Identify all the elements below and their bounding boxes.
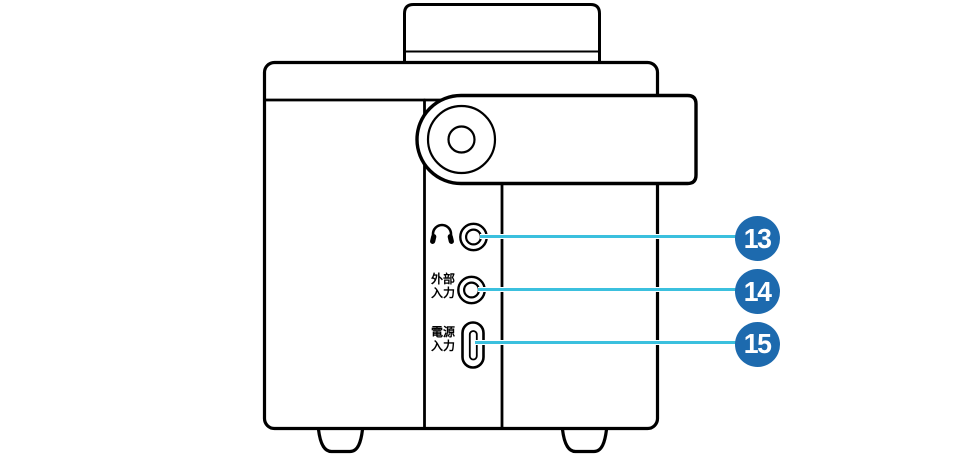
leader-line-15 bbox=[475, 339, 736, 345]
leader-line-14 bbox=[478, 286, 737, 292]
callout-14: 14 bbox=[734, 269, 780, 314]
aux-input-label-line2: 入力 bbox=[431, 285, 456, 300]
leader-line-13 bbox=[480, 233, 737, 239]
callout-13: 13 bbox=[735, 216, 780, 261]
power-input-label-line1: 電源 bbox=[431, 325, 456, 339]
usb-c-port-outer bbox=[461, 321, 485, 369]
power-input-label: 電源 入力 bbox=[431, 325, 456, 353]
right-foot bbox=[560, 427, 609, 454]
left-foot bbox=[316, 427, 365, 454]
aux-input-label: 外部 入力 bbox=[431, 272, 456, 300]
callout-14-number: 14 bbox=[743, 275, 772, 307]
aux-input-label-line1: 外部 bbox=[431, 272, 456, 286]
handle-pivot-outer bbox=[426, 104, 497, 175]
callout-15-number: 15 bbox=[743, 328, 772, 359]
usb-c-port-inner bbox=[468, 330, 478, 361]
top-knob bbox=[403, 3, 601, 64]
power-input-label-line2: 入力 bbox=[431, 338, 456, 353]
headphone-port-label bbox=[429, 220, 455, 253]
headphones-icon bbox=[430, 223, 454, 244]
callout-15: 15 bbox=[734, 321, 780, 367]
handle-pivot-inner bbox=[447, 125, 476, 154]
callout-13-number: 13 bbox=[744, 222, 772, 254]
